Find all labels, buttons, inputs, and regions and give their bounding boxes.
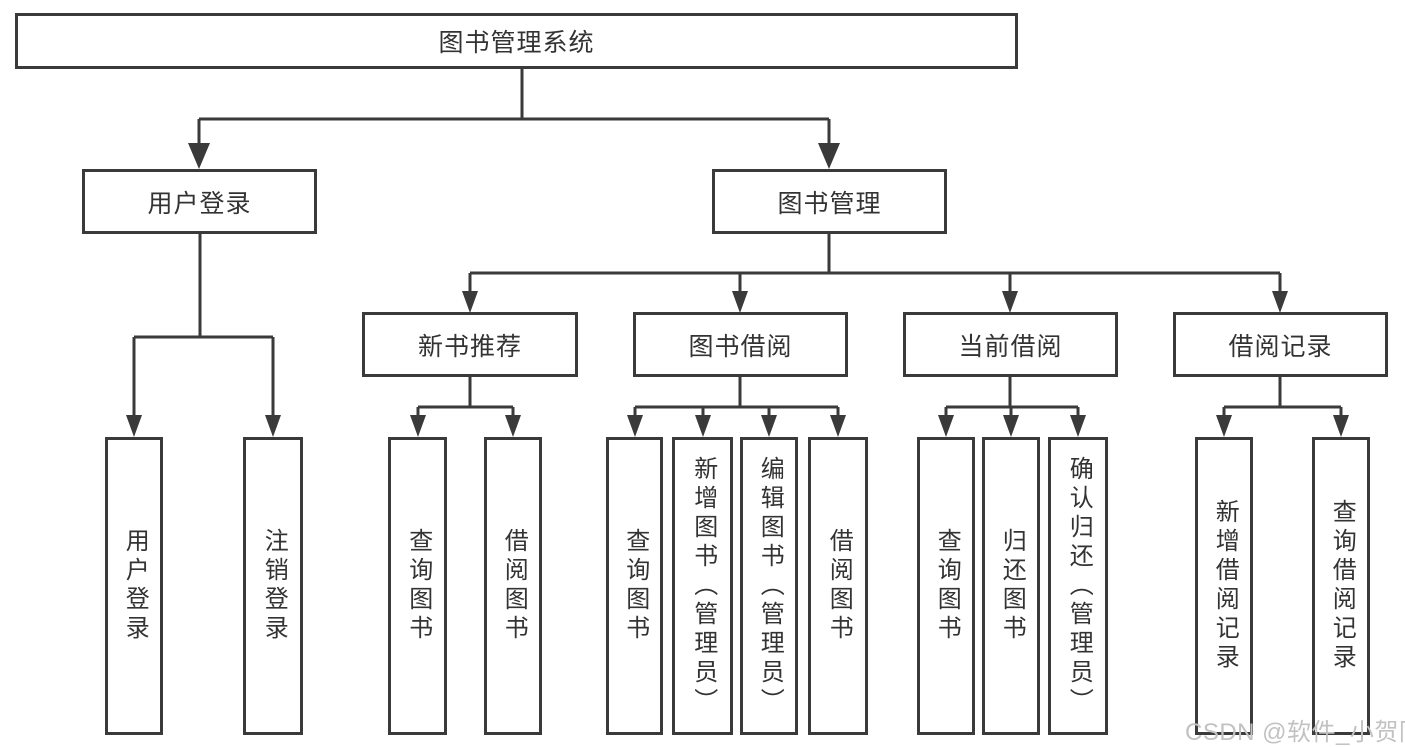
leaf-borrowing-query-books-label: 查询图书 xyxy=(621,528,649,644)
node-current-borrowing: 当前借阅 xyxy=(903,312,1118,377)
leaf-recommend-query-books: 查询图书 xyxy=(388,437,447,735)
node-book-borrowing-label: 图书借阅 xyxy=(688,332,793,361)
node-current-borrowing-label: 当前借阅 xyxy=(958,332,1063,361)
node-book-borrowing: 图书借阅 xyxy=(633,312,848,377)
node-root-label: 图书管理系统 xyxy=(438,29,595,57)
leaf-recommend-query-books-label: 查询图书 xyxy=(404,528,432,644)
leaf-logout: 注销登录 xyxy=(243,437,303,735)
leaf-borrowing-edit-books-label: 编辑图书（管理员） xyxy=(756,455,784,717)
leaf-borrowing-borrow-books: 借阅图书 xyxy=(808,437,868,735)
leaf-records-add-record-label: 新增借阅记录 xyxy=(1211,499,1239,673)
leaf-recommend-borrow-books: 借阅图书 xyxy=(484,437,542,735)
node-borrowing-records: 借阅记录 xyxy=(1173,312,1388,377)
node-book-management-label: 图书管理 xyxy=(777,189,882,218)
leaf-borrowing-add-books: 新增图书（管理员） xyxy=(672,437,733,735)
node-user-login: 用户登录 xyxy=(82,169,317,234)
leaf-records-add-record: 新增借阅记录 xyxy=(1195,437,1253,735)
leaf-current-query-books-label: 查询图书 xyxy=(933,528,961,644)
node-book-management: 图书管理 xyxy=(712,169,947,234)
connector-path xyxy=(132,69,1343,421)
node-borrowing-records-label: 借阅记录 xyxy=(1228,332,1333,361)
leaf-records-query-record-label: 查询借阅记录 xyxy=(1328,499,1356,673)
leaf-user-login-label: 用户登录 xyxy=(121,528,149,644)
node-new-book-recommend: 新书推荐 xyxy=(362,312,578,377)
leaf-current-confirm-return-label: 确认归还（管理员） xyxy=(1065,455,1093,717)
leaf-current-return-books-label: 归还图书 xyxy=(998,528,1026,644)
leaf-borrowing-edit-books: 编辑图书（管理员） xyxy=(740,437,798,735)
node-new-book-recommend-label: 新书推荐 xyxy=(417,332,522,361)
leaf-user-login: 用户登录 xyxy=(105,437,163,735)
leaf-borrowing-add-books-label: 新增图书（管理员） xyxy=(689,455,717,717)
leaf-logout-label: 注销登录 xyxy=(260,528,288,644)
node-user-login-label: 用户登录 xyxy=(147,189,252,218)
leaf-current-confirm-return: 确认归还（管理员） xyxy=(1048,437,1108,735)
node-root: 图书管理系统 xyxy=(15,13,1018,69)
leaf-current-query-books: 查询图书 xyxy=(917,437,975,735)
leaf-records-query-record: 查询借阅记录 xyxy=(1312,437,1370,735)
leaf-recommend-borrow-books-label: 借阅图书 xyxy=(500,528,528,644)
csdn-watermark: CSDN @软件_小贺同学 xyxy=(1185,719,1405,746)
leaf-borrowing-query-books: 查询图书 xyxy=(606,437,663,735)
leaf-current-return-books: 归还图书 xyxy=(982,437,1040,735)
leaf-borrowing-borrow-books-label: 借阅图书 xyxy=(825,528,853,644)
